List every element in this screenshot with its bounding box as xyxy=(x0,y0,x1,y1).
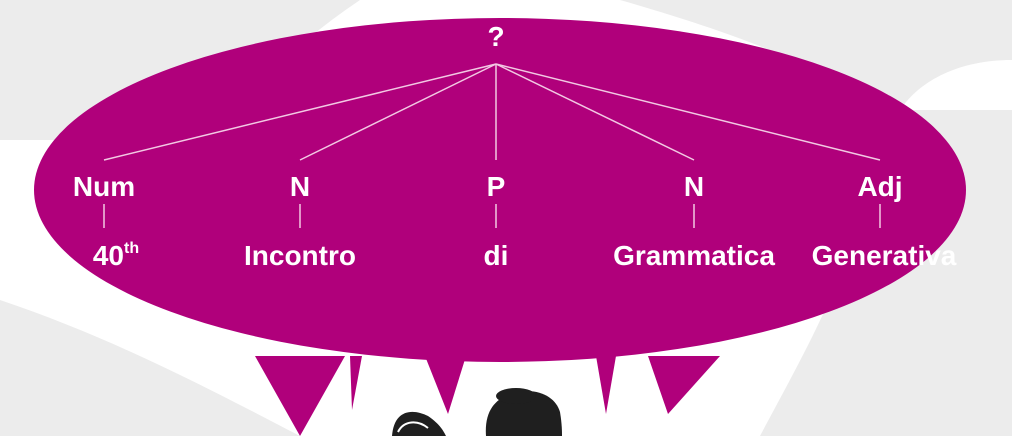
word-label: Grammatica xyxy=(613,240,775,271)
word-label: Incontro xyxy=(244,240,356,271)
tree-branches xyxy=(103,63,881,228)
background-highlight xyxy=(900,60,1012,110)
word-labels: 40th Incontro di Grammatica Generativa xyxy=(93,240,957,271)
background-shape-bottom-left xyxy=(0,300,300,436)
tree-root-label: ? xyxy=(487,21,504,52)
tree-branch-root-to-category xyxy=(495,63,695,161)
word-label: 40th xyxy=(93,240,139,271)
category-label: Adj xyxy=(857,171,902,202)
category-label: N xyxy=(684,171,704,202)
category-labels: Num N P N Adj xyxy=(73,171,903,202)
category-label: N xyxy=(290,171,310,202)
speech-bubble xyxy=(34,18,966,362)
bubble-tail-3 xyxy=(425,356,466,414)
figure-left-head xyxy=(392,411,446,436)
speech-bubble-tails xyxy=(255,356,720,436)
word-label-superscript: th xyxy=(124,240,139,257)
tree-branch-root-to-category xyxy=(495,63,881,161)
category-label: Num xyxy=(73,171,135,202)
word-label-base: 40 xyxy=(93,240,124,271)
category-label: P xyxy=(487,171,506,202)
word-label: Generativa xyxy=(812,240,957,271)
bubble-tail-1 xyxy=(255,356,345,436)
tree-branch-root-to-category xyxy=(103,63,497,161)
bubble-tail-5 xyxy=(648,356,720,414)
tree-branch-root-to-category xyxy=(299,63,497,161)
bubble-tail-4 xyxy=(596,356,616,414)
word-label: di xyxy=(484,240,509,271)
bubble-tail-2 xyxy=(350,356,362,410)
figure-right-head xyxy=(485,388,562,436)
